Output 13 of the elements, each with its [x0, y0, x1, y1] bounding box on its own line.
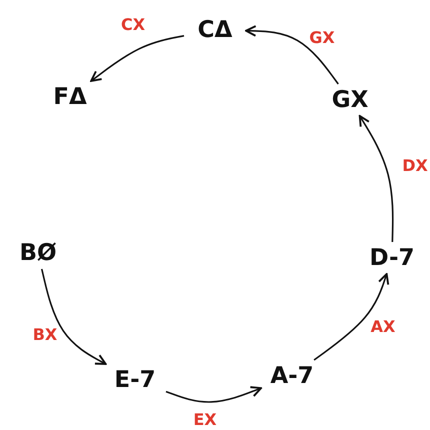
chord-label: E-7	[114, 367, 156, 393]
arrow	[90, 35, 184, 82]
arrow	[166, 386, 262, 403]
chord-label: CΔ	[198, 17, 232, 43]
chord-label: BØ	[19, 240, 57, 266]
arrow	[314, 273, 390, 361]
chord-label: GX	[332, 87, 368, 113]
chord-label: FΔ	[53, 84, 87, 110]
arrow	[245, 25, 339, 84]
chord-label: A-7	[270, 363, 314, 389]
arrow	[40, 268, 107, 365]
arrow	[358, 115, 394, 242]
chord-label: D-7	[369, 245, 415, 271]
